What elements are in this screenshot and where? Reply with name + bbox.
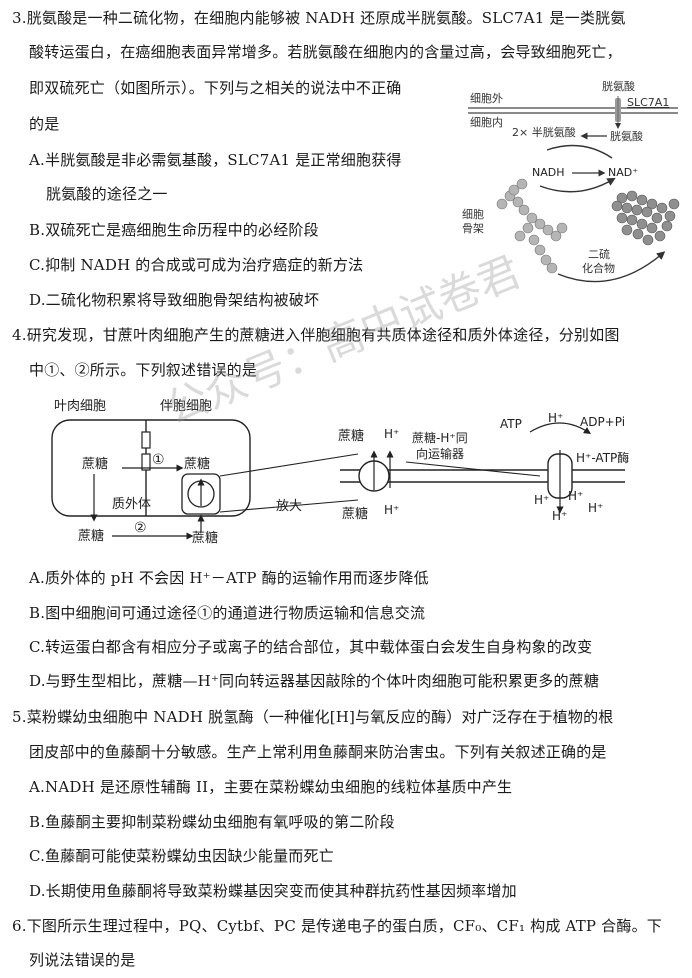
- q4-stem-line-2: 中①、②所示。下列叙述错误的是: [29, 361, 258, 379]
- zoom-sucrose-top-label: 蔗糖: [338, 428, 364, 444]
- atp-label: ATP: [500, 417, 522, 431]
- disulfide-aggregate-icon: [611, 190, 680, 246]
- adp-pi-label: ADP+Pi: [580, 415, 625, 429]
- q3-option-d: D.二硫化物积累将导致细胞骨架结构被破坏: [29, 291, 320, 309]
- disulfide-label-1: 二硫: [588, 247, 610, 261]
- inside-label: 细胞内: [470, 115, 503, 129]
- q4-stem-line-1: 4.研究发现，甘蔗叶肉细胞产生的蔗糖进入伴胞细胞有共质体途径和质外体途径，分别如…: [12, 326, 620, 344]
- q3-option-b: B.双硫死亡是癌细胞生命历程中的必经阶段: [29, 221, 319, 239]
- symporter-label-1: 蔗糖-H⁺同: [412, 430, 468, 445]
- zoom-h-pump-top-label: H⁺: [548, 411, 563, 425]
- h-atpase-label: H⁺-ATP酶: [576, 450, 629, 465]
- q4-option-b: B.图中细胞间可通过途径①的通道进行物质运输和信息交流: [29, 604, 426, 622]
- nad-label: NAD⁺: [608, 166, 638, 179]
- zoom-h-1-label: H⁺: [534, 493, 549, 507]
- q3-option-c: C.抑制 NADH 的合成或可成为治疗癌症的新方法: [29, 256, 364, 274]
- zoom-h-top-label: H⁺: [384, 427, 399, 441]
- q5-option-b: B.鱼藤酮主要抑制菜粉蝶幼虫细胞有氧呼吸的第二阶段: [29, 813, 395, 831]
- q3-stem-line-3: 即双硫死亡（如图所示）。下列与之相关的说法中不正确: [29, 79, 402, 97]
- cystine-top-label: 胱氨酸: [602, 79, 635, 93]
- q4-sucrose-transport-figure: 叶肉细胞 伴胞细胞 蔗糖 ① 蔗糖 质外体 蔗糖 ② 蔗糖 放大 蔗糖 H⁺ 蔗…: [51, 399, 629, 546]
- q6-stem-line-2: 列说法错误的是: [29, 951, 136, 969]
- cystine-label: 胱氨酸: [610, 129, 643, 143]
- symporter-label-2: 向运输器: [416, 446, 464, 461]
- q5-option-c: C.鱼藤酮可能使菜粉蝶幼虫因缺少能量而死亡: [29, 847, 334, 865]
- sucrose-right-label: 蔗糖: [184, 456, 210, 472]
- disulfide-label-2: 化合物: [582, 261, 615, 275]
- q5-stem-line-2: 团皮部中的鱼藤酮十分敏感。生产上常利用鱼藤酮来防治害虫。下列有关叙述正确的是: [29, 743, 607, 761]
- nadh-label: NADH: [532, 166, 565, 179]
- q3-stem-line-1: 3.胱氨酸是一种二硫化物，在细胞内能够被 NADH 还原成半胱氨酸。SLC7A1…: [12, 9, 626, 27]
- mesophyll-label: 叶肉细胞: [54, 399, 106, 414]
- q5-stem-line-1: 5.菜粉蝶幼虫细胞中 NADH 脱氢酶（一种催化[H]与氧反应的酶）对广泛存在于…: [12, 708, 614, 726]
- sucrose-left-label: 蔗糖: [82, 456, 108, 472]
- q3-stem-line-4: 的是: [29, 115, 60, 133]
- enlarge-label: 放大: [276, 499, 302, 514]
- cysteine-label: 2× 半胱氨酸: [512, 125, 576, 139]
- q4-option-d: D.与野生型相比，蔗糖—H⁺同向转运器基因敲除的个体叶肉细胞可能积累更多的蔗糖: [29, 672, 600, 690]
- skeleton-label-1: 细胞: [462, 208, 484, 221]
- q5-option-d: D.长期使用鱼藤酮将导致菜粉蝶基因突变而使其种群抗药性基因频率增加: [29, 882, 517, 900]
- sucrose-bottom-label: 蔗糖: [78, 528, 104, 544]
- q4-option-c: C.转运蛋白都含有相应分子或离子的结合部位，其中载体蛋白会发生自身构象的改变: [29, 638, 593, 656]
- zoom-h-3-label: H⁺: [552, 509, 567, 523]
- slc7a1-label: SLC7A1: [627, 96, 669, 109]
- zoom-h-4-label: H⁺: [588, 501, 603, 515]
- path-1-label: ①: [152, 452, 165, 468]
- zoom-h-2-label: H⁺: [568, 489, 583, 503]
- outside-label: 细胞外: [470, 92, 503, 105]
- apoplast-label: 质外体: [112, 497, 151, 512]
- q5-option-a: A.NADH 是还原性辅酶 II，主要在菜粉蝶幼虫细胞的线粒体基质中产生: [29, 778, 513, 796]
- zoom-h-bottom-label: H⁺: [384, 503, 399, 517]
- q6-stem-line-1: 6.下图所示生理过程中，PQ、Cytbf、PC 是传递电子的蛋白质，CF₀、CF…: [12, 917, 662, 935]
- cytoskeleton-icon: [496, 178, 568, 274]
- q3-option-a: A.半胱氨酸是非必需氨基酸，SLC7A1 是正常细胞获得: [29, 151, 402, 169]
- q4-option-a: A.质外体的 pH 不会因 H⁺－ATP 酶的运输作用而逐步降低: [29, 569, 429, 587]
- companion-label: 伴胞细胞: [160, 399, 212, 414]
- q3-option-a-cont: 胱氨酸的途径之一: [46, 185, 168, 203]
- zoom-sucrose-bottom-label: 蔗糖: [342, 506, 368, 522]
- q3-stem-line-2: 酸转运蛋白，在癌细胞表面异常增多。若胱氨酸在细胞内的含量过高，会导致细胞死亡，: [29, 43, 622, 61]
- path-2-label: ②: [134, 520, 147, 536]
- sucrose-bottom2-label: 蔗糖: [192, 530, 218, 546]
- q3-disulfidptosis-figure: 细胞外 细胞内 胱氨酸 SLC7A1 2× 半胱氨酸 胱氨酸 NADH NAD⁺…: [462, 79, 680, 283]
- skeleton-label-2: 骨架: [462, 222, 484, 235]
